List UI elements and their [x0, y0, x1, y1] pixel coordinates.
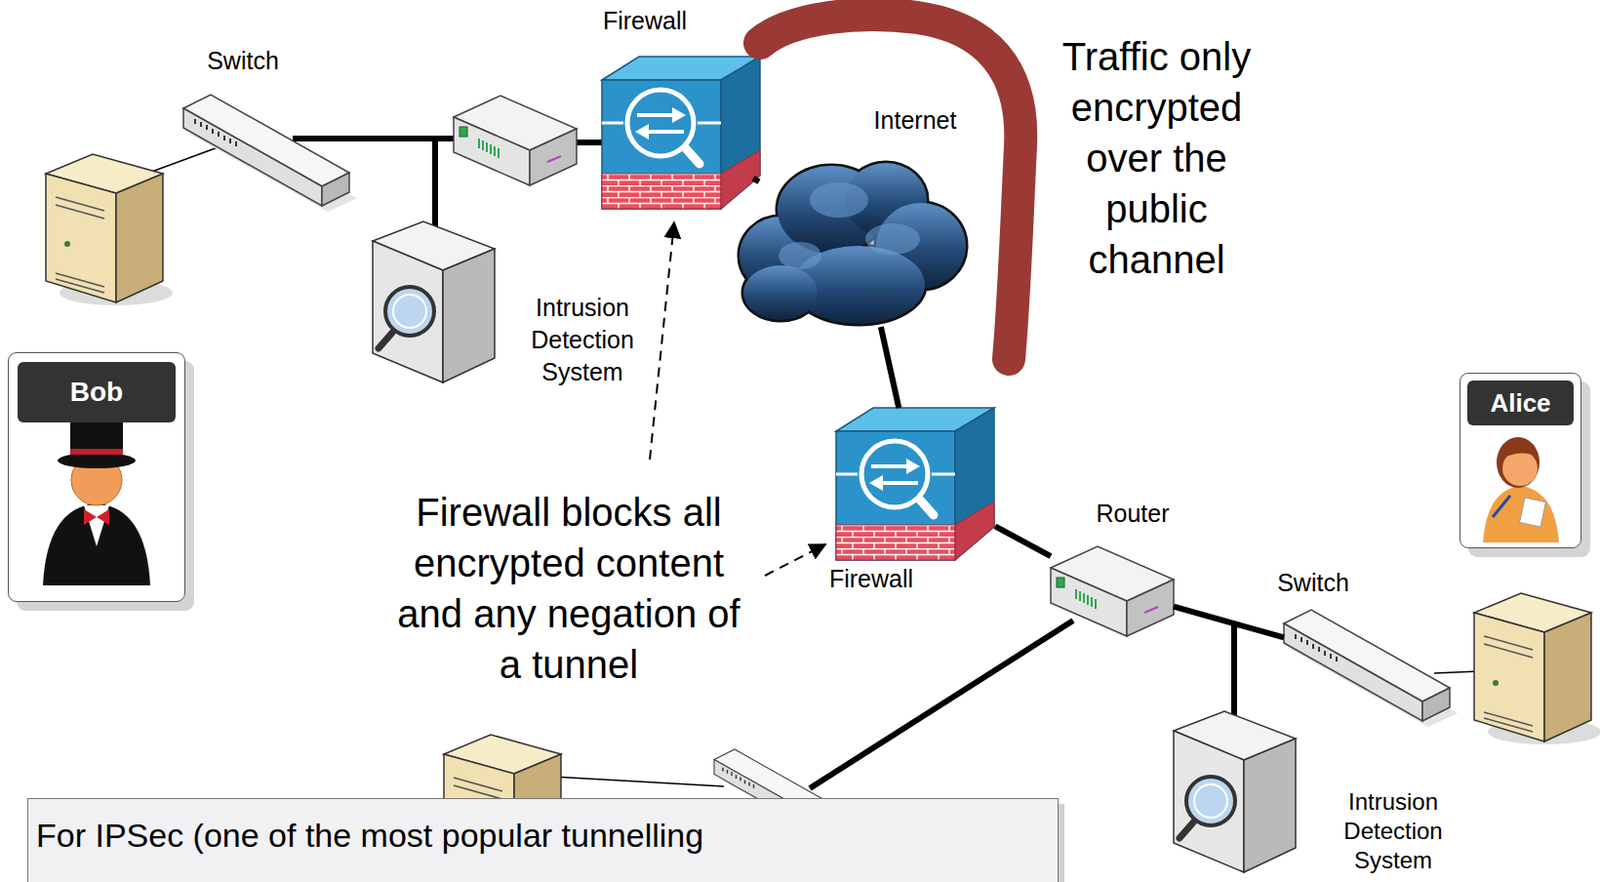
device-label: Firewall: [602, 5, 687, 36]
alice-figure: [1520, 497, 1547, 527]
device-label: Internet: [874, 105, 958, 135]
network-link: [753, 178, 760, 183]
device-label: Intrusion Detection System: [530, 291, 635, 389]
leader-arrow: [649, 222, 675, 460]
alice-figure: [1496, 437, 1540, 488]
person-card: Alice: [1459, 372, 1582, 549]
ids-node: Intrusion Detection System: [372, 219, 495, 383]
alice-figure: [1492, 495, 1511, 518]
internet-cloud: [778, 241, 822, 270]
ids-icon: [1173, 711, 1296, 873]
network-link: [880, 326, 899, 408]
alice-figure: [1482, 437, 1560, 543]
server-icon: [45, 154, 173, 306]
switch-node: Switch: [1283, 601, 1448, 720]
internet-cloud: [778, 182, 920, 270]
alice-figure: [1482, 485, 1560, 543]
firewall-node: Firewall: [601, 56, 754, 209]
router-icon: [1050, 546, 1174, 637]
bob-figure: [96, 509, 110, 525]
ids-icon: [372, 221, 495, 383]
note-box: For IPSec (one of the most popular tunne…: [27, 798, 1059, 882]
bob-figure: [42, 417, 151, 586]
leader-arrow: [764, 544, 826, 576]
firewall-icon: [836, 407, 995, 560]
person-card: Bob: [7, 352, 186, 602]
bob-figure: [42, 503, 151, 586]
alice-figure: [1500, 447, 1538, 459]
layout-wires: [1231, 622, 1238, 724]
alice-figure: [1502, 450, 1538, 486]
ids-node: Intrusion Detection System: [1173, 709, 1296, 873]
router-node: Router: [1050, 540, 1174, 639]
layout-wires: [809, 620, 1074, 789]
channel-note: Traffic only encrypted over the public c…: [1061, 31, 1252, 285]
firewall-node: Firewall: [836, 407, 996, 560]
router-icon: [453, 95, 577, 186]
device-label: Router: [1095, 498, 1169, 528]
firewall-icon: [601, 56, 760, 209]
layout-wires: [146, 138, 1480, 789]
server-icon: [1474, 593, 1600, 745]
device-label: Firewall: [829, 563, 914, 594]
internet-node: Internet: [759, 160, 966, 327]
device-label: Intrusion Detection System: [1343, 787, 1442, 876]
internet-cloud: [743, 265, 818, 320]
switch-icon: [183, 94, 358, 212]
layout-wires: [146, 146, 221, 174]
card-header: Bob: [17, 361, 176, 423]
internet-cloud: [739, 162, 966, 324]
bob-figure: [70, 417, 123, 461]
network-link: [1173, 606, 1284, 639]
layout-wires: [552, 776, 724, 787]
card-header: Alice: [1467, 380, 1574, 426]
internet-cloud: [739, 162, 966, 324]
device-label: Switch: [1277, 567, 1350, 598]
layout-wires: [1434, 671, 1480, 674]
internet-cloud: [739, 162, 966, 324]
device-label: Switch: [206, 45, 280, 76]
internet-cloud: [865, 223, 920, 255]
note-text: For IPSec (one of the most popular tunne…: [28, 799, 1058, 872]
internet-cloud: [743, 265, 818, 320]
bob-figure: [57, 452, 136, 469]
internet-cloud: [809, 182, 869, 218]
switch-node: Switch: [183, 86, 348, 209]
bob-figure: [70, 448, 123, 455]
encrypted-channel-band: [760, 14, 1021, 360]
callout-note: Firewall blocks all encrypted content an…: [383, 486, 755, 690]
bob-figure: [83, 509, 97, 525]
network-link: [995, 525, 1051, 557]
switch-icon: [1283, 609, 1458, 727]
bob-figure: [83, 505, 110, 547]
